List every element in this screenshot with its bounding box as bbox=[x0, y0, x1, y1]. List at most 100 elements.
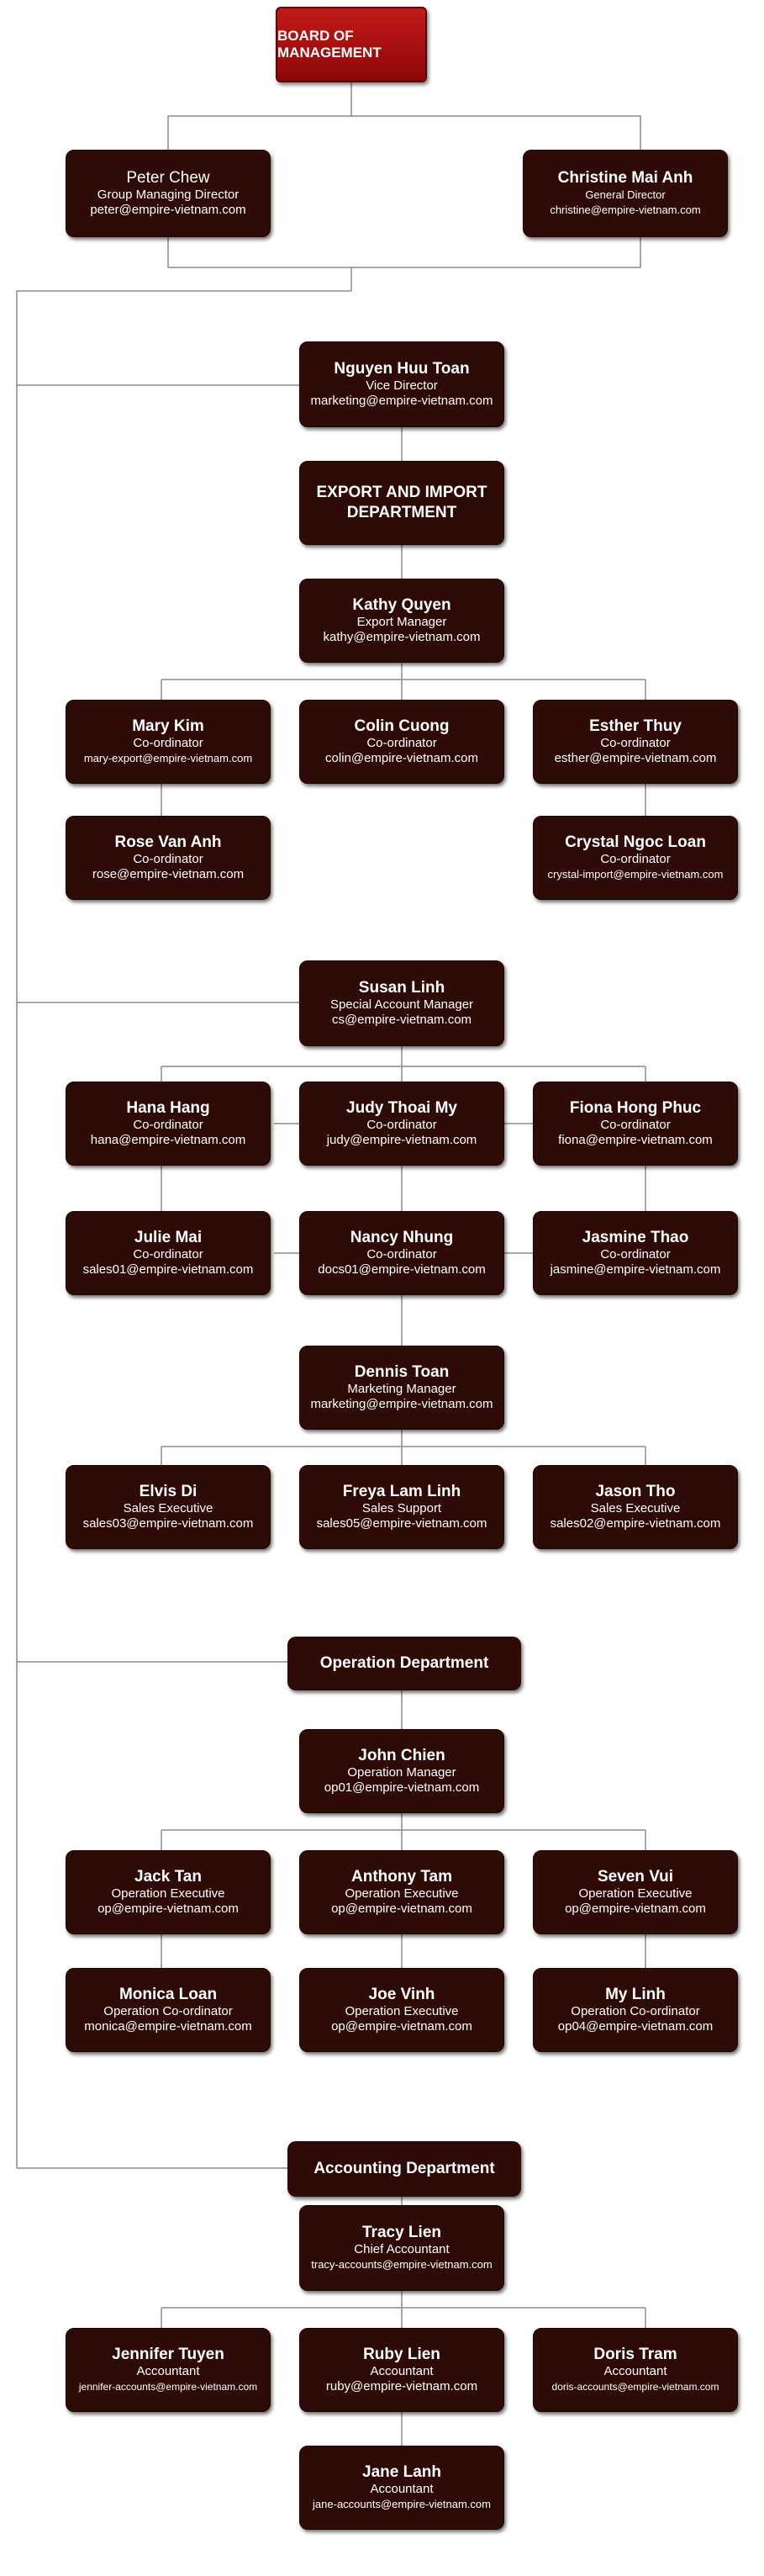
person-email: kathy@empire-vietnam.com bbox=[323, 630, 481, 644]
export-manager-card: Kathy Quyen Export Manager kathy@empire-… bbox=[299, 579, 504, 663]
chief-accountant-card: Tracy Lien Chief Accountant tracy-accoun… bbox=[299, 2205, 504, 2291]
person-role: Sales Executive bbox=[590, 1501, 681, 1515]
person-name: Elvis Di bbox=[139, 1483, 198, 1500]
person-role: Export Manager bbox=[356, 615, 447, 629]
operation-manager-card: John Chien Operation Manager op01@empire… bbox=[299, 1729, 504, 1813]
person-email: sales05@empire-vietnam.com bbox=[316, 1516, 487, 1531]
person-name: Nguyen Huu Toan bbox=[334, 360, 470, 378]
staff-card: Rose Van Anh Co-ordinator rose@empire-vi… bbox=[66, 816, 271, 900]
staff-card: Fiona Hong Phuc Co-ordinator fiona@empir… bbox=[533, 1082, 738, 1166]
person-role: Co-ordinator bbox=[366, 736, 437, 750]
person-role: Operation Executive bbox=[345, 1886, 459, 1901]
person-name: Christine Mai Anh bbox=[557, 169, 693, 187]
person-email: colin@empire-vietnam.com bbox=[325, 751, 478, 765]
department-title: Operation Department bbox=[319, 1654, 489, 1672]
person-name: Jane Lanh bbox=[362, 2463, 441, 2481]
vice-director-card: Nguyen Huu Toan Vice Director marketing@… bbox=[299, 341, 504, 427]
operation-department-header: Operation Department bbox=[287, 1637, 521, 1690]
person-name: Seven Vui bbox=[597, 1868, 674, 1886]
person-email: sales01@empire-vietnam.com bbox=[82, 1262, 254, 1277]
person-email: jasmine@empire-vietnam.com bbox=[550, 1262, 721, 1277]
person-role: Co-ordinator bbox=[133, 1247, 203, 1262]
person-email: mary-export@empire-vietnam.com bbox=[83, 752, 253, 764]
person-role: Special Account Manager bbox=[329, 997, 474, 1012]
export-import-department-header: EXPORT AND IMPORT DEPARTMENT bbox=[299, 461, 504, 545]
person-name: Mary Kim bbox=[132, 717, 204, 735]
person-name: Doris Tram bbox=[593, 2346, 677, 2363]
person-email: judy@empire-vietnam.com bbox=[326, 1133, 477, 1147]
staff-card: Seven Vui Operation Executive op@empire-… bbox=[533, 1850, 738, 1934]
person-name: Freya Lam Linh bbox=[342, 1483, 461, 1500]
person-name: Esther Thuy bbox=[589, 717, 682, 735]
person-name: Peter Chew bbox=[126, 169, 210, 187]
person-role: Operation Executive bbox=[111, 1886, 225, 1901]
person-role: Co-ordinator bbox=[133, 736, 203, 750]
person-name: Julie Mai bbox=[134, 1229, 203, 1246]
person-role: Group Managing Director bbox=[97, 188, 240, 202]
person-role: Accountant bbox=[370, 2482, 434, 2496]
marketing-manager-card: Dennis Toan Marketing Manager marketing@… bbox=[299, 1346, 504, 1430]
person-email: op@empire-vietnam.com bbox=[331, 2019, 472, 2034]
person-email: peter@empire-vietnam.com bbox=[90, 203, 246, 217]
person-role: Operation Co-ordinator bbox=[571, 2004, 700, 2018]
board-title: BOARD OF MANAGEMENT bbox=[277, 28, 382, 61]
person-email: rose@empire-vietnam.com bbox=[92, 867, 245, 881]
staff-card: Joe Vinh Operation Executive op@empire-v… bbox=[299, 1968, 504, 2052]
staff-card: Jasmine Thao Co-ordinator jasmine@empire… bbox=[533, 1211, 738, 1295]
person-role: Operation Manager bbox=[347, 1765, 456, 1780]
staff-card: Anthony Tam Operation Executive op@empir… bbox=[299, 1850, 504, 1934]
person-email: hana@empire-vietnam.com bbox=[90, 1133, 246, 1147]
person-role: General Director bbox=[585, 188, 666, 201]
person-name: Colin Cuong bbox=[354, 717, 450, 735]
staff-card: Jack Tan Operation Executive op@empire-v… bbox=[66, 1850, 271, 1934]
staff-card: Judy Thoai My Co-ordinator judy@empire-v… bbox=[299, 1082, 504, 1166]
director-card: Christine Mai Anh General Director chris… bbox=[523, 150, 728, 237]
person-name: Nancy Nhung bbox=[350, 1229, 454, 1246]
person-email: tracy-accounts@empire-vietnam.com bbox=[311, 2258, 493, 2271]
person-role: Chief Accountant bbox=[354, 2242, 450, 2256]
staff-card: My Linh Operation Co-ordinator op04@empi… bbox=[533, 1968, 738, 2052]
person-name: Monica Loan bbox=[119, 1986, 218, 2003]
person-role: Co-ordinator bbox=[600, 852, 671, 866]
person-email: op01@empire-vietnam.com bbox=[324, 1780, 480, 1795]
person-name: Jasmine Thao bbox=[582, 1229, 689, 1246]
staff-card: Monica Loan Operation Co-ordinator monic… bbox=[66, 1968, 271, 2052]
person-name: Tracy Lien bbox=[362, 2224, 441, 2241]
special-account-manager-card: Susan Linh Special Account Manager cs@em… bbox=[299, 960, 504, 1046]
person-role: Marketing Manager bbox=[347, 1382, 456, 1396]
person-email: docs01@empire-vietnam.com bbox=[318, 1262, 486, 1277]
person-name: John Chien bbox=[358, 1747, 445, 1764]
department-title: EXPORT AND IMPORT DEPARTMENT bbox=[316, 484, 487, 521]
person-name: Kathy Quyen bbox=[352, 596, 451, 614]
staff-card: Hana Hang Co-ordinator hana@empire-vietn… bbox=[66, 1082, 271, 1166]
person-email: esther@empire-vietnam.com bbox=[554, 751, 717, 765]
person-role: Co-ordinator bbox=[600, 736, 671, 750]
person-name: Joe Vinh bbox=[368, 1986, 435, 2003]
director-card: Peter Chew Group Managing Director peter… bbox=[66, 150, 271, 237]
person-name: Ruby Lien bbox=[363, 2346, 440, 2363]
person-email: ruby@empire-vietnam.com bbox=[325, 2379, 478, 2394]
person-name: Susan Linh bbox=[358, 979, 445, 997]
person-name: Rose Van Anh bbox=[114, 833, 222, 851]
person-role: Co-ordinator bbox=[133, 1118, 203, 1132]
person-name: Fiona Hong Phuc bbox=[569, 1099, 702, 1117]
staff-card: Doris Tram Accountant doris-accounts@emp… bbox=[533, 2328, 738, 2412]
staff-card: Jane Lanh Accountant jane-accounts@empir… bbox=[299, 2446, 504, 2530]
person-name: Dennis Toan bbox=[354, 1363, 450, 1381]
person-email: marketing@empire-vietnam.com bbox=[310, 394, 493, 408]
person-name: Jennifer Tuyen bbox=[112, 2346, 224, 2363]
staff-card: Colin Cuong Co-ordinator colin@empire-vi… bbox=[299, 700, 504, 784]
staff-card: Jason Tho Sales Executive sales02@empire… bbox=[533, 1465, 738, 1549]
staff-card: Mary Kim Co-ordinator mary-export@empire… bbox=[66, 700, 271, 784]
person-email: doris-accounts@empire-vietnam.com bbox=[551, 2381, 719, 2393]
person-email: op@empire-vietnam.com bbox=[97, 1902, 239, 1916]
person-email: sales02@empire-vietnam.com bbox=[550, 1516, 721, 1531]
staff-card: Nancy Nhung Co-ordinator docs01@empire-v… bbox=[299, 1211, 504, 1295]
person-email: cs@empire-vietnam.com bbox=[331, 1013, 472, 1027]
person-role: Co-ordinator bbox=[600, 1118, 671, 1132]
person-email: marketing@empire-vietnam.com bbox=[310, 1397, 493, 1411]
accounting-department-header: Accounting Department bbox=[287, 2141, 521, 2197]
staff-card: Elvis Di Sales Executive sales03@empire-… bbox=[66, 1465, 271, 1549]
